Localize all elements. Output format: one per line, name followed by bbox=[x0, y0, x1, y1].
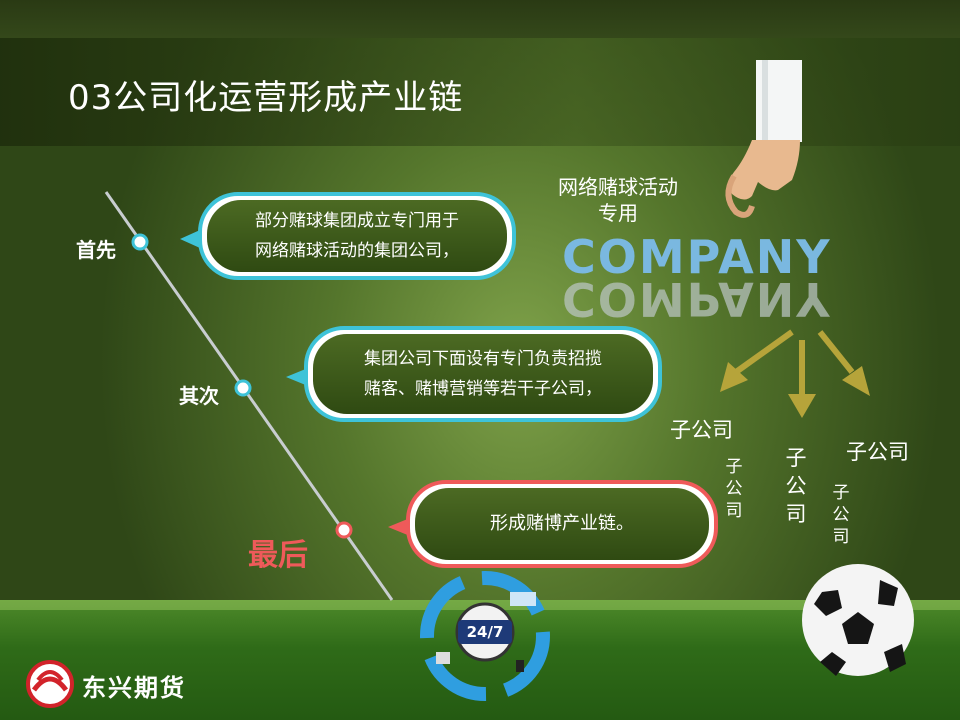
subsidiary-5: 子公司 bbox=[832, 483, 850, 547]
step-label-second: 其次 bbox=[179, 384, 219, 408]
bubble-tail-second bbox=[286, 368, 308, 386]
step-text-second-line2: 赌客、赌博营销等若干子公司， bbox=[364, 379, 602, 399]
step-bubble-second: 集团公司下面设有专门负责招揽 赌客、赌博营销等若干子公司， bbox=[304, 326, 662, 422]
step-bubble-first-inner: 部分赌球集团成立专门用于 网络赌球活动的集团公司， bbox=[207, 200, 507, 272]
top-band bbox=[0, 0, 960, 38]
bubble-tail-last bbox=[388, 518, 410, 536]
step-label-last: 最后 bbox=[248, 538, 308, 573]
subsidiary-1: 子公司 bbox=[670, 418, 733, 442]
step-bubble-second-inner: 集团公司下面设有专门负责招揽 赌客、赌博营销等若干子公司， bbox=[313, 334, 653, 414]
company-word: COMPANY bbox=[562, 230, 832, 284]
subsidiary-4: 子公司 bbox=[846, 440, 909, 464]
slide-title: 03公司化运营形成产业链 bbox=[68, 78, 464, 118]
bubble-tail-first bbox=[180, 230, 200, 248]
step-bubble-first: 部分赌球集团成立专门用于 网络赌球活动的集团公司， bbox=[198, 192, 516, 280]
step-label-first: 首先 bbox=[76, 238, 116, 262]
step-text-last: 形成赌博产业链。 bbox=[490, 513, 634, 534]
company-caption: 网络赌球活动 专用 bbox=[538, 174, 698, 226]
step-text-first-line1: 部分赌球集团成立专门用于 bbox=[255, 211, 459, 231]
subsidiary-3: 子公司 bbox=[785, 446, 807, 526]
clock-label: 24/7 bbox=[466, 623, 504, 641]
step-bubble-last-inner: 形成赌博产业链。 bbox=[415, 488, 709, 560]
step-text-second-line1: 集团公司下面设有专门负责招揽 bbox=[364, 349, 602, 369]
step-text-first-line2: 网络赌球活动的集团公司， bbox=[255, 241, 459, 261]
company-caption-line2: 专用 bbox=[598, 201, 638, 225]
subsidiary-2: 子公司 bbox=[725, 457, 743, 521]
company-caption-line1: 网络赌球活动 bbox=[558, 175, 678, 199]
step-bubble-last: 形成赌博产业链。 bbox=[406, 480, 718, 568]
brand-name: 东兴期货 bbox=[82, 674, 186, 702]
